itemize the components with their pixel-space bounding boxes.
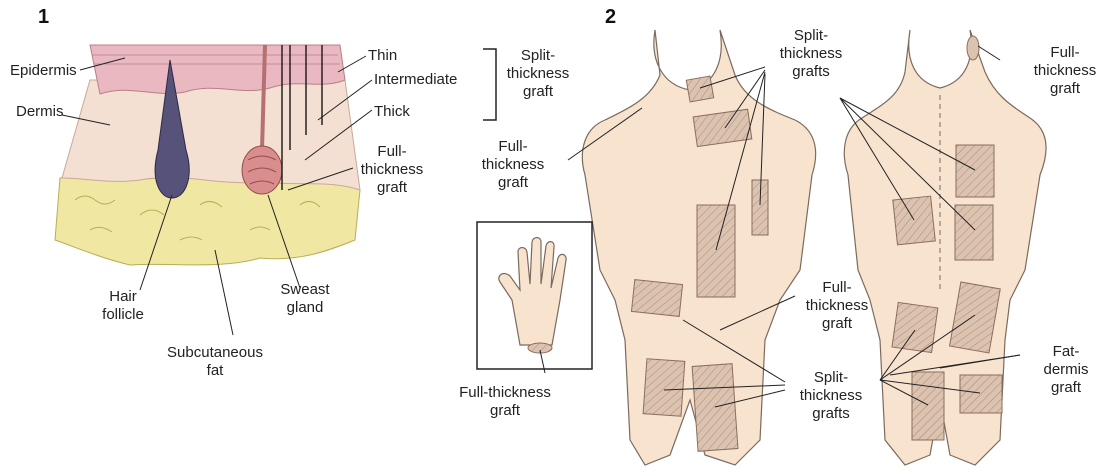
- hand-inset: [477, 222, 592, 369]
- split-thickness-graft-label: Split- thickness graft: [503, 47, 573, 101]
- subcutaneous-fat-label: Subcutaneous fat: [150, 344, 280, 380]
- graft-patch: [752, 180, 768, 235]
- full-thickness-graft-label-hand: Full-thickness graft: [435, 384, 575, 420]
- graft-patch: [960, 375, 1002, 413]
- dermis-layer: [62, 80, 360, 190]
- graft-patch: [643, 359, 685, 417]
- sweat-gland-label: Sweast gland: [270, 281, 340, 317]
- full-thickness-graft-label: Full- thickness graft: [352, 143, 432, 197]
- panel-number: 2: [605, 6, 616, 29]
- split-thickness-bracket: [483, 49, 496, 120]
- graft-patch: [955, 205, 993, 260]
- graft-patch: [912, 372, 944, 440]
- intermediate-label: Intermediate: [374, 71, 457, 89]
- split-thickness-grafts-label-bottom: Split- thickness grafts: [786, 369, 876, 423]
- thick-label: Thick: [374, 103, 410, 121]
- epidermis-label: Epidermis: [10, 62, 77, 80]
- graft-patch: [697, 205, 735, 297]
- full-thickness-graft-label-back: Full- thickness graft: [1020, 44, 1110, 98]
- subcutaneous-fat-layer: [55, 174, 360, 265]
- fat-dermis-graft-label: Fat- dermis graft: [1026, 343, 1106, 397]
- full-thickness-graft-label-front: Full- thickness graft: [458, 138, 568, 192]
- front-body: [582, 30, 815, 465]
- graft-patch: [956, 145, 994, 197]
- dermis-label: Dermis: [16, 103, 64, 121]
- graft-patch: [631, 280, 682, 317]
- graft-patch: [686, 76, 713, 102]
- split-thickness-grafts-label-top: Split- thickness grafts: [766, 27, 856, 81]
- hair-follicle-label: Hair follicle: [88, 288, 158, 324]
- thin-label: Thin: [368, 47, 397, 65]
- full-thickness-graft-label-middle: Full- thickness graft: [792, 279, 882, 333]
- graft-patch: [692, 364, 738, 452]
- graft-patch: [893, 196, 935, 245]
- panel-number: 1: [38, 6, 49, 29]
